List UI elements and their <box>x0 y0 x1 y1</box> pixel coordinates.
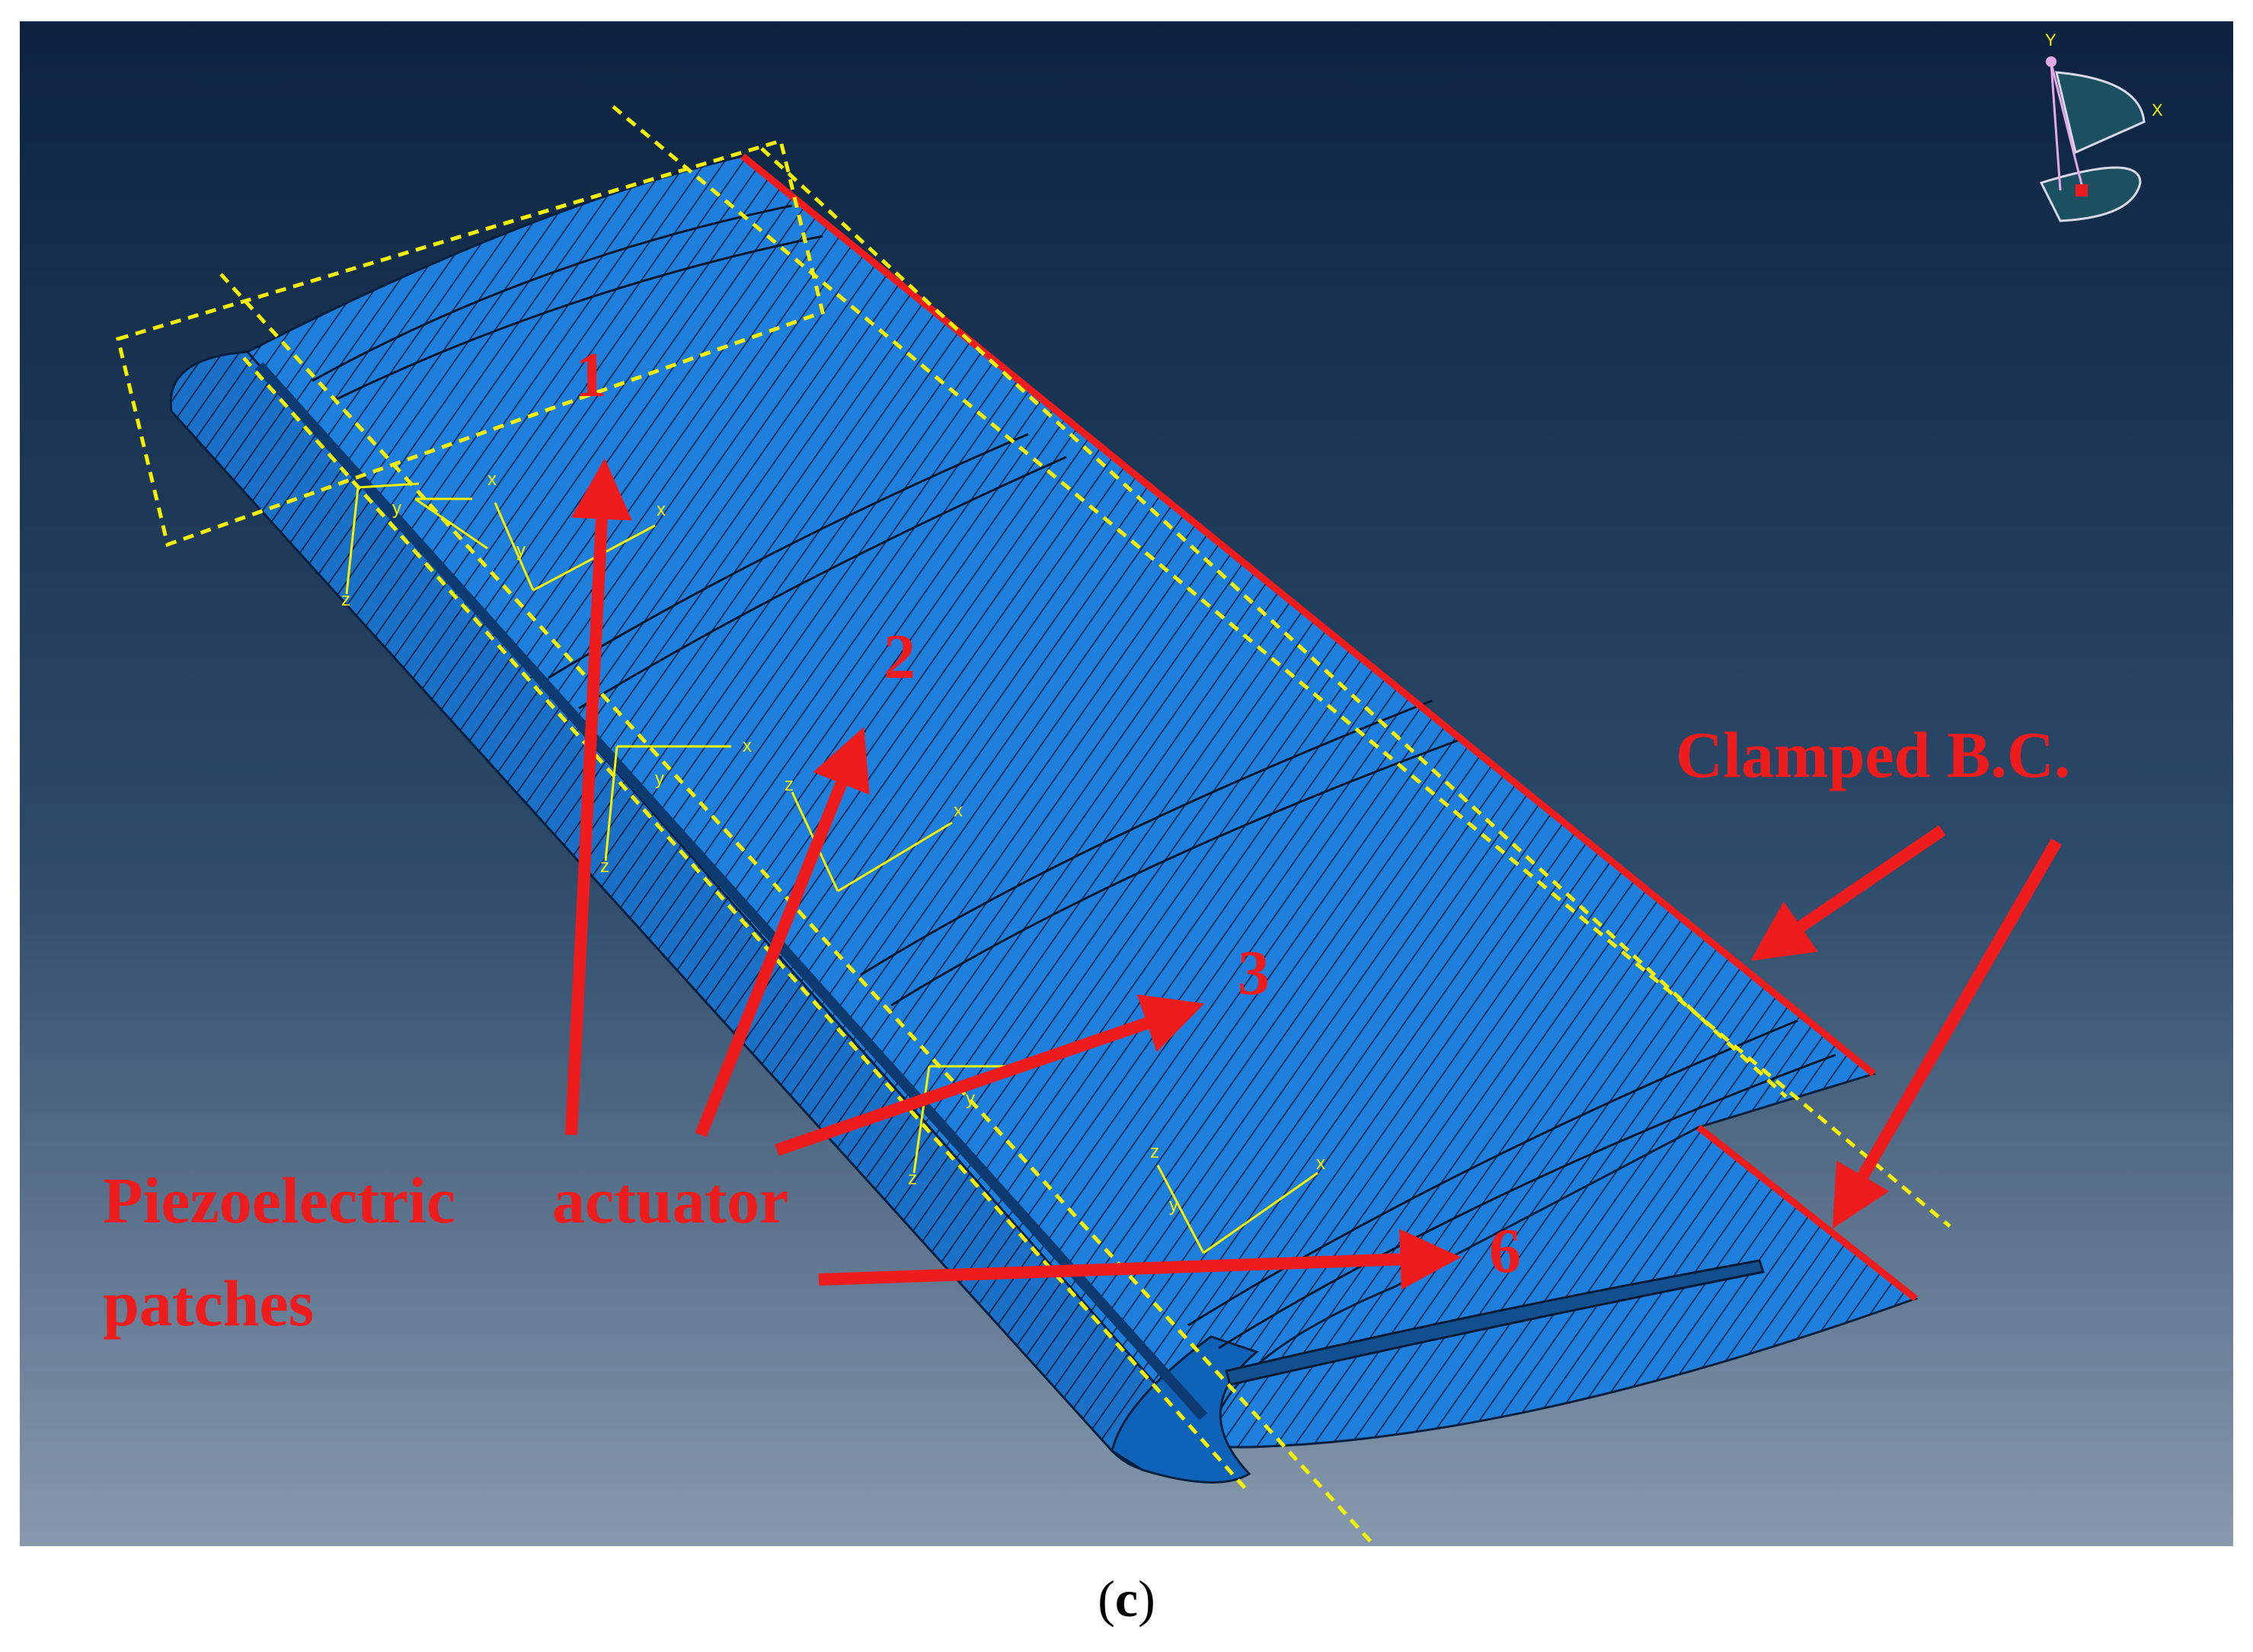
csys-label-z: z <box>341 590 350 610</box>
wing-model <box>169 153 1919 1484</box>
triad-xy-plane <box>2055 71 2146 155</box>
clamped-bc-label: Clamped B.C. <box>1676 718 2070 791</box>
csys-label-z: z <box>600 856 609 877</box>
caption-close-paren: ) <box>1138 1570 1155 1628</box>
csys-label-y: y <box>392 498 401 519</box>
csys-label-y: y <box>1169 1195 1178 1216</box>
triad-origin-marker <box>2076 184 2088 197</box>
piezo-label-word-1: Piezoelectric <box>103 1164 455 1237</box>
csys-label-x: x <box>487 469 497 490</box>
arrow-to-patch-1 <box>565 458 632 1136</box>
caption-letter: c <box>1114 1570 1139 1628</box>
arrow-clamped-upper <box>1750 825 1946 961</box>
csys-label-x: x <box>954 800 963 821</box>
clamped-edge-upper <box>740 153 1876 1077</box>
triad-label-y: Y <box>2045 30 2056 50</box>
root-end-cap <box>1111 1335 1260 1484</box>
csys-label-x: x <box>657 500 666 520</box>
csys-label-y: y <box>655 768 664 789</box>
csys-label-x: x <box>1316 1153 1325 1174</box>
annotation-labels: 1 2 3 6 Clamped B.C. Piezoelectric actua… <box>103 340 2070 1340</box>
csys-label-y: y <box>516 540 526 561</box>
arrow-clamped-lower <box>1832 838 2062 1229</box>
triad-xz-plane <box>2039 166 2142 222</box>
triad-label-x: X <box>2152 101 2163 120</box>
patch-label-2: 2 <box>884 621 916 692</box>
patch-label-6: 6 <box>1489 1216 1521 1286</box>
arrow-to-patch-3 <box>775 994 1205 1156</box>
leading-edge-groove <box>254 362 1208 1420</box>
csys-label-z: z <box>785 775 794 795</box>
caption-open-paren: ( <box>1098 1570 1115 1628</box>
csys-label-x: x <box>743 736 752 756</box>
patch-boundaries <box>312 204 1836 1350</box>
patch-label-3: 3 <box>1238 938 1270 1008</box>
figure-caption: (c) <box>0 1569 2253 1629</box>
csys-label-y: y <box>966 1088 975 1109</box>
clamped-edge-lower <box>1696 1124 1918 1302</box>
annotation-arrows <box>565 458 2062 1290</box>
arrow-to-patch-6 <box>818 1229 1462 1290</box>
piezo-label-line-2: patches <box>103 1267 314 1340</box>
datum-geometry <box>116 105 1951 1548</box>
patch-label-1: 1 <box>575 340 607 411</box>
piezo-label-word-2: actuator <box>552 1164 788 1237</box>
root-spar-slot <box>1225 1259 1765 1386</box>
csys-label-z: z <box>908 1168 917 1189</box>
local-csys-labels: x y z x y x y z x z y z x z y <box>341 469 1325 1216</box>
view-triad: Y X <box>2039 30 2163 222</box>
csys-label-z: z <box>1150 1142 1159 1162</box>
arrow-to-patch-2 <box>695 727 870 1137</box>
